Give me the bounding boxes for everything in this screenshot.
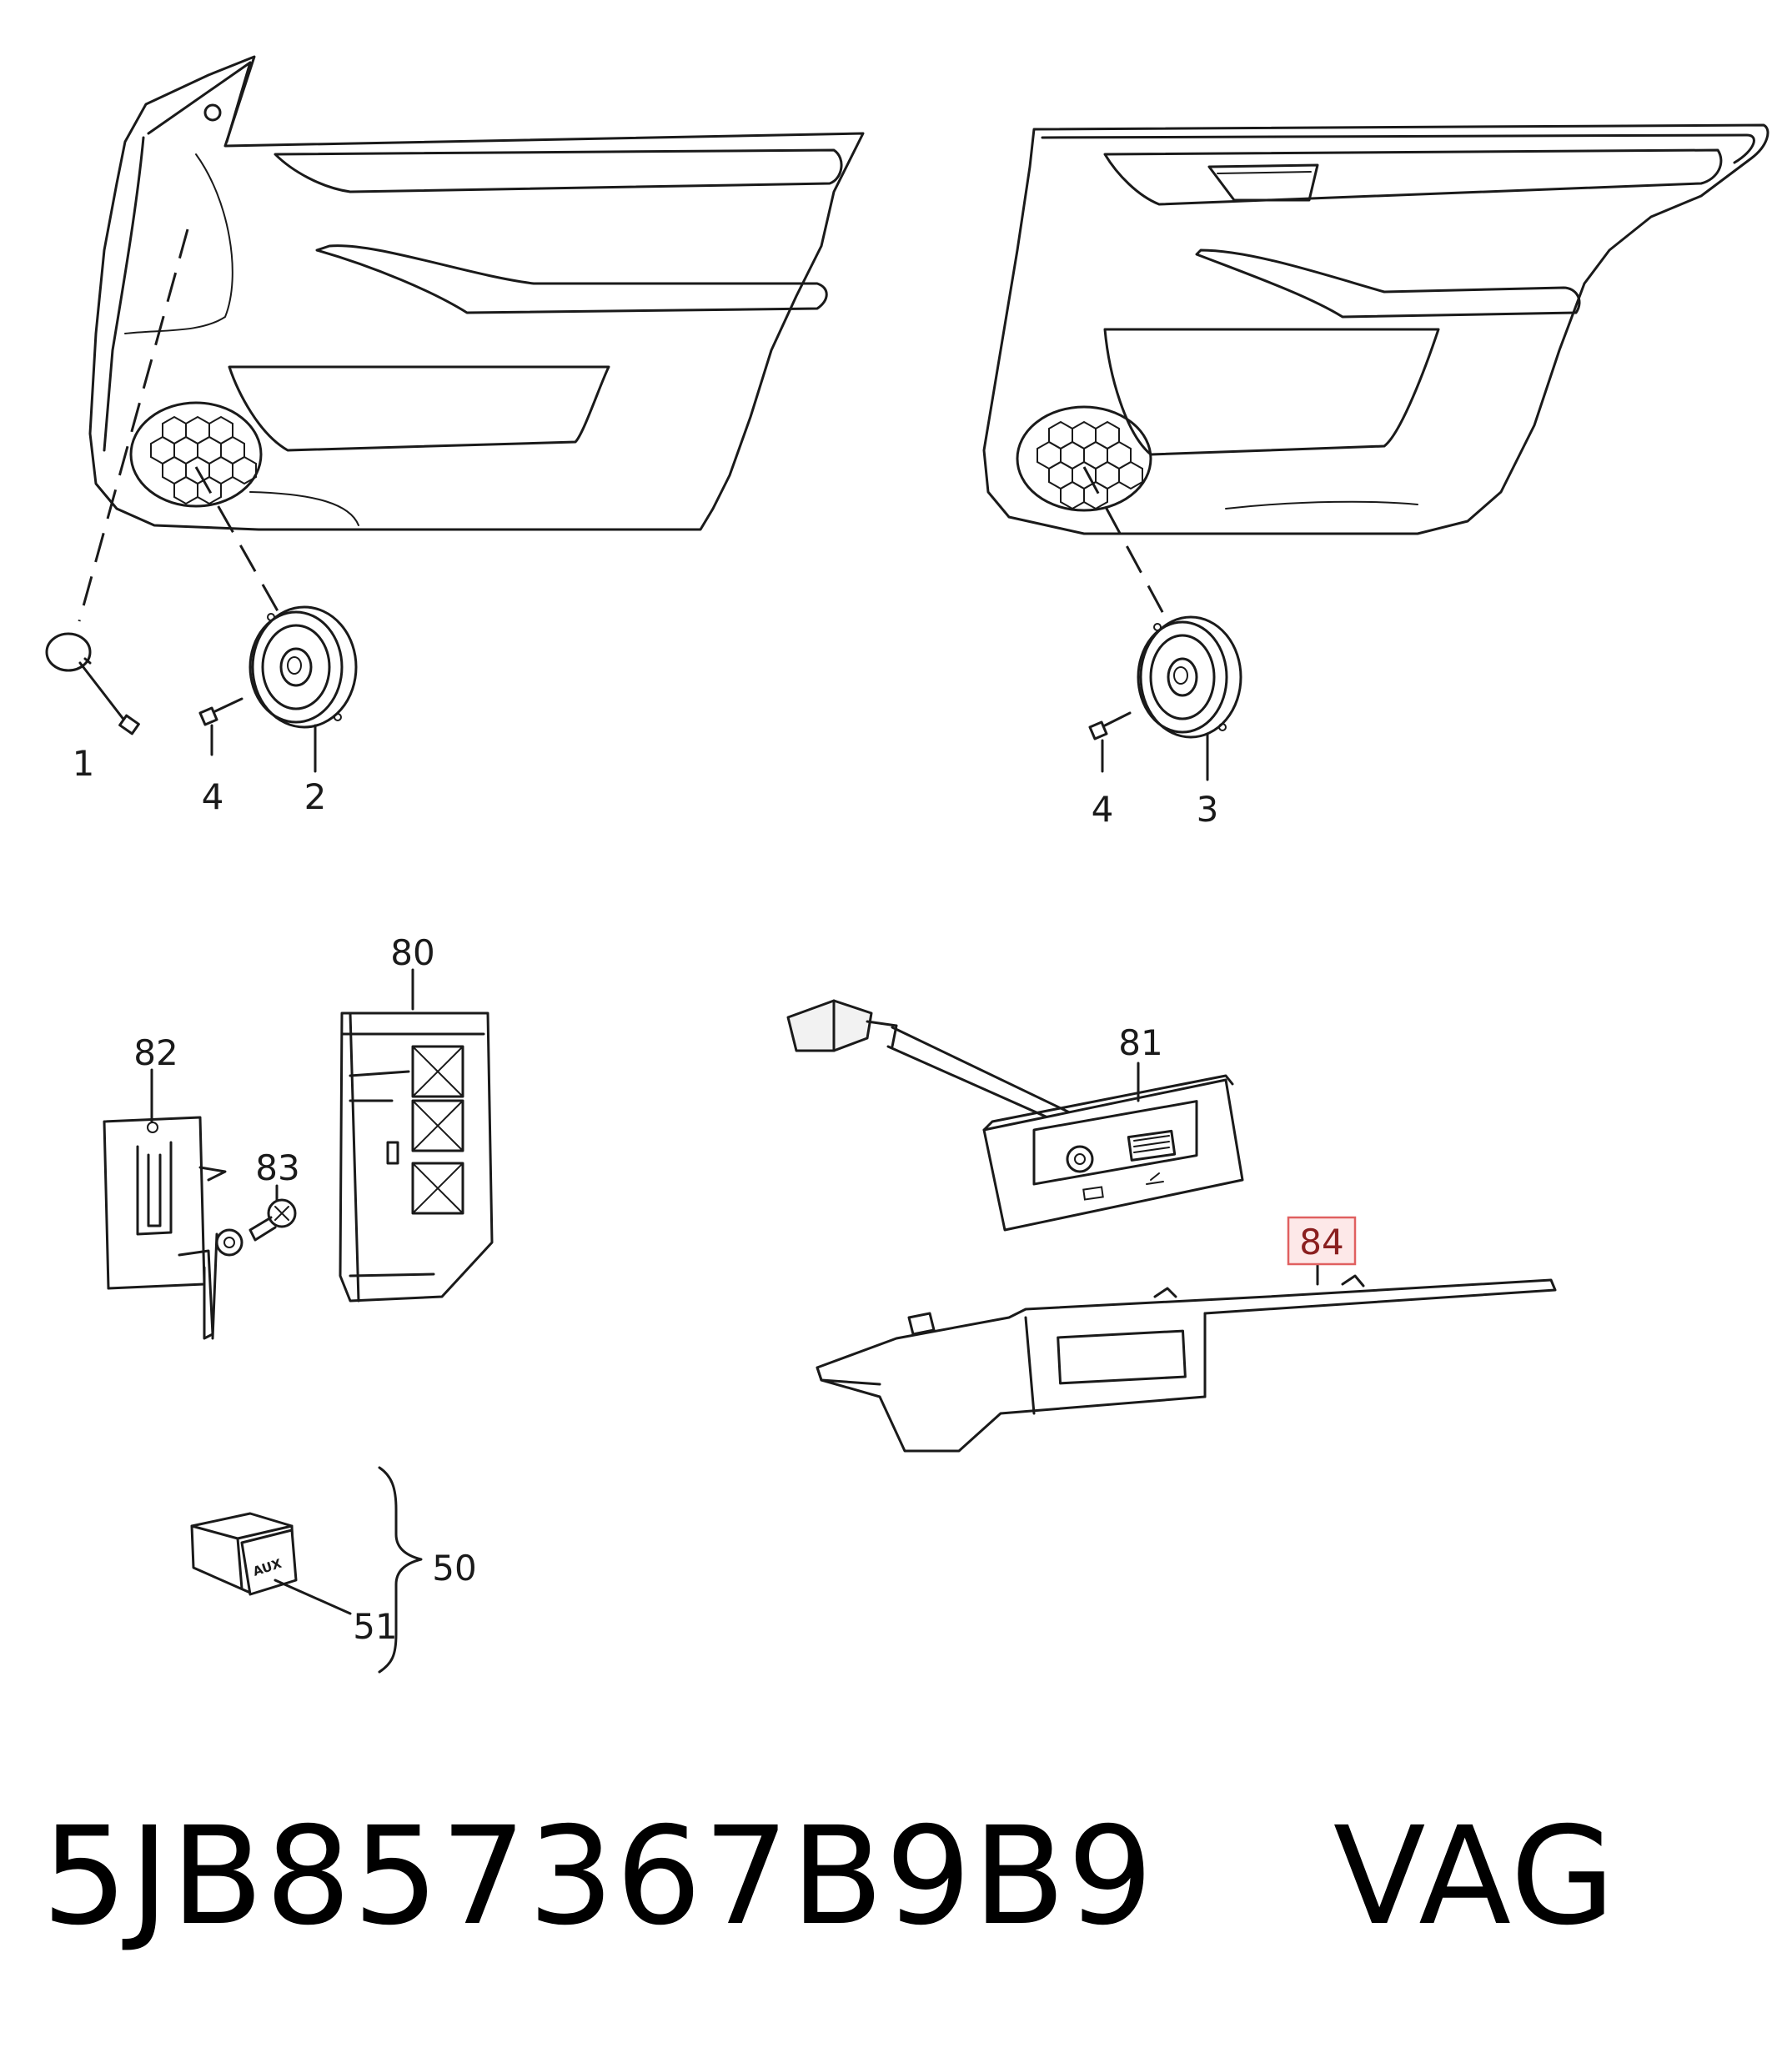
- label-82: 82: [133, 1032, 178, 1073]
- front-door-panel: [88, 55, 865, 531]
- label-50: 50: [432, 1548, 476, 1589]
- part-83-screw: [248, 1184, 297, 1242]
- part-51-aux-socket: AUX: [190, 1512, 352, 1615]
- leader-dash-3: [1082, 466, 1169, 622]
- leader-dash-2: [194, 466, 285, 622]
- part-1-cap-strap: [45, 632, 140, 735]
- label-83: 83: [255, 1147, 299, 1188]
- part-3-rear-speaker: [1137, 615, 1242, 781]
- label-84-highlight: [1287, 1216, 1357, 1266]
- part-80-module: [339, 968, 494, 1303]
- label-3: 3: [1197, 789, 1219, 830]
- label-4-rear: 4: [1092, 789, 1114, 830]
- label-80: 80: [390, 932, 434, 973]
- part-81-aux-panel: [786, 999, 1244, 1232]
- label-84: 84: [1299, 1222, 1343, 1262]
- part-4-rivet-rear: [1088, 711, 1132, 773]
- part-82-bracket: [103, 1068, 243, 1340]
- part-4-rivet-front: [198, 697, 243, 756]
- label-2: 2: [304, 776, 327, 817]
- label-1: 1: [73, 743, 95, 784]
- part-84-trim-panel: [816, 1256, 1557, 1453]
- part-2-front-speaker: [248, 605, 358, 773]
- brace-50: [378, 1466, 423, 1674]
- part-number-caption: 5JB857367B9B9 VAG: [42, 1799, 1617, 1955]
- label-4-front: 4: [202, 776, 224, 817]
- label-81: 81: [1118, 1022, 1162, 1063]
- leader-dash-1: [78, 228, 189, 622]
- rear-door-panel: [982, 123, 1769, 535]
- label-51: 51: [353, 1606, 397, 1647]
